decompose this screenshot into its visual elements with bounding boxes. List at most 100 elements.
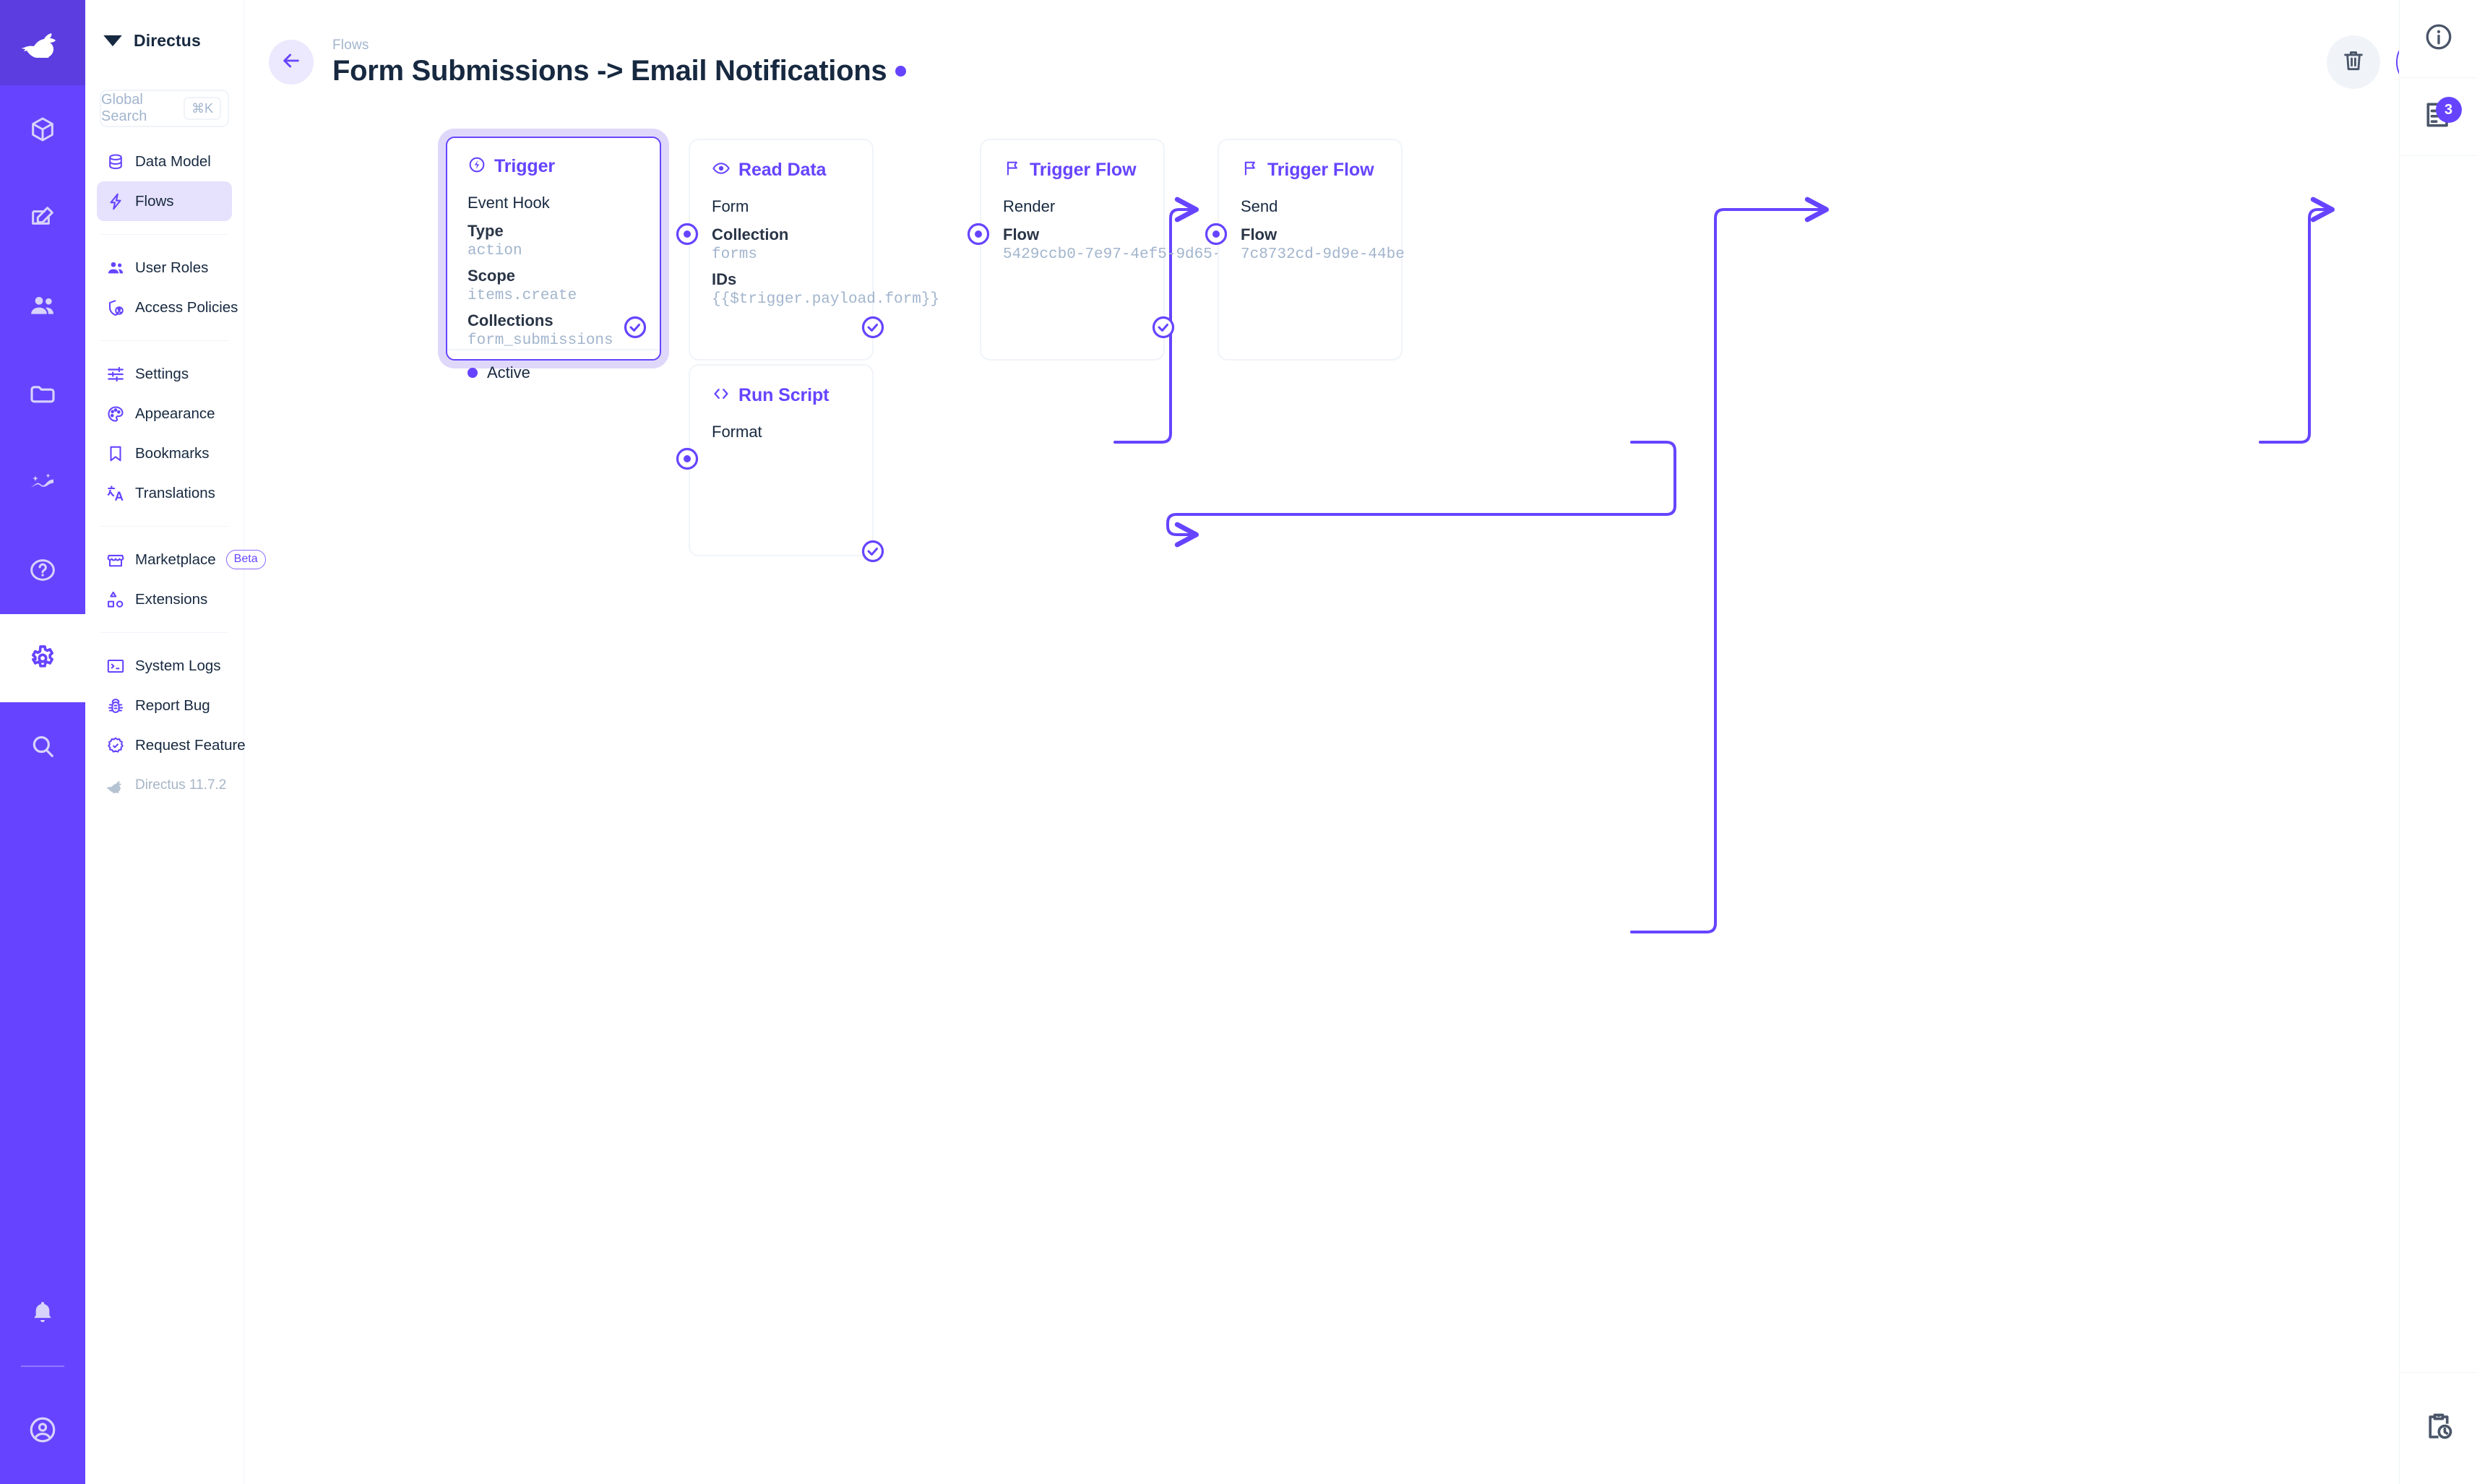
logs-count-badge: 3 [2435,97,2462,123]
sidebar-item-bookmarks[interactable]: Bookmarks [97,433,232,473]
trash-icon [2340,48,2366,77]
settings-sidebar: Directus Global Search ⌘K Data Model Flo… [85,0,266,1484]
node-title: Trigger Flow [1241,159,1379,181]
page-title-block: Flows Form Submissions -> Email Notifica… [332,37,907,87]
info-circle-icon [2423,21,2455,56]
breadcrumb[interactable]: Flows [332,37,369,53]
right-sidebar: 3 [2399,0,2477,1484]
nav-group-extend: Marketplace Beta Extensions [85,540,266,619]
arrow-left-icon [280,49,303,76]
flow-node-run-script[interactable]: Run Script Format [689,364,874,556]
module-settings[interactable] [0,614,85,702]
sidebar-item-label: Directus 11.7.2 [135,777,227,793]
page-title: Form Submissions -> Email Notifications [332,54,887,87]
palette-icon [106,405,125,423]
node-subtitle: Event Hook [468,194,550,212]
field-value: items.create [468,288,577,304]
bookmark-icon [106,444,125,463]
sidebar-item-access-policies[interactable]: Access Policies [97,288,238,327]
account-circle-icon[interactable] [0,1376,85,1484]
node-title: Trigger [468,155,639,178]
rail-divider [21,1366,64,1367]
sidebar-item-flows[interactable]: Flows [97,181,232,221]
flow-node-read-data[interactable]: Read Data Form Collection forms IDs {{$t… [689,139,939,361]
project-name: Directus [134,30,201,50]
field-label: Collection [712,225,789,243]
sidebar-item-marketplace[interactable]: Marketplace Beta [97,540,266,579]
project-logo-icon [101,27,124,54]
delete-flow-button[interactable] [2327,35,2380,89]
flow-logs-button[interactable]: 3 [2399,78,2477,156]
flow-info-button[interactable] [2399,0,2477,78]
flow-node-trigger-flow-render[interactable]: Trigger Flow Render Flow 5429ccb0-7e97-4… [980,139,1249,361]
code-icon [712,384,731,407]
sidebar-item-label: System Logs [135,657,221,674]
directus-rabbit-logo[interactable] [0,0,85,85]
module-user-directory[interactable] [0,262,85,350]
nav-group-data: Data Model Flows [85,142,244,221]
sidebar-item-label: Translations [135,484,215,501]
node-footer: Active [447,349,660,398]
node-title: Read Data [712,159,850,181]
user-roles-icon [106,259,125,277]
sidebar-item-label: Data Model [135,152,211,170]
sidebar-item-report-bug[interactable]: Report Bug [97,686,232,725]
sidebar-item-translations[interactable]: Translations [97,473,232,513]
field-value: 5429ccb0-7e97-4ef5-9d65-2b… [1003,246,1249,263]
node-subtitle: Render [1003,197,1056,215]
module-editor[interactable] [0,173,85,262]
shield-person-icon [106,298,125,317]
field-label: Collections [468,311,553,329]
activity-log-button[interactable] [2400,1373,2477,1484]
flow-node-trigger-flow-send[interactable]: Trigger Flow Send Flow 7c8732cd-9d9e-44b… [1218,139,1405,361]
notifications-icon[interactable] [0,1269,85,1357]
field-label: Flow [1241,225,1278,243]
node-type-label: Trigger Flow [1267,160,1374,180]
flag-icon [1241,159,1259,181]
flow-canvas[interactable]: Trigger Event Hook Type action Scope ite… [244,124,2399,1484]
sidebar-item-label: Report Bug [135,696,210,714]
field-value: form_submissions [468,332,613,349]
storefront-icon [106,551,125,569]
search-input[interactable]: Global Search ⌘K [100,90,229,127]
database-icon [106,152,125,171]
back-button[interactable] [269,40,314,85]
module-rail [0,0,85,1484]
terminal-icon [106,657,125,676]
eye-icon [712,159,731,181]
module-content[interactable] [0,85,85,173]
sidebar-item-system-logs[interactable]: System Logs [97,646,232,686]
project-brand: Directus [85,0,244,81]
sidebar-item-appearance[interactable]: Appearance [97,394,232,433]
field-label: Type [468,222,504,240]
status-dot [895,65,907,77]
nav-divider [100,632,229,633]
field-value: forms [712,246,758,263]
sidebar-item-label: Extensions [135,590,208,608]
flow-node-trigger[interactable]: Trigger Event Hook Type action Scope ite… [446,137,661,381]
active-status-dot [468,368,478,378]
module-file-library[interactable] [0,350,85,438]
nav-divider [100,340,229,341]
sidebar-item-label: Bookmarks [135,444,210,462]
field-value: action [468,243,522,259]
sidebar-item-request-feature[interactable]: Request Feature [97,725,246,765]
module-help[interactable] [0,526,85,614]
node-type-label: Trigger [494,156,556,176]
right-sidebar-spacer [2400,156,2477,1373]
sidebar-item-label: Flows [135,192,174,210]
sidebar-item-label: Request Feature [135,736,246,754]
sidebar-item-data-model[interactable]: Data Model [97,142,232,181]
page-header: Flows Form Submissions -> Email Notifica… [244,0,2477,124]
sidebar-item-settings[interactable]: Settings [97,354,232,394]
module-insights[interactable] [0,438,85,526]
sidebar-item-version: Directus 11.7.2 [97,765,232,805]
translate-icon [106,484,125,503]
search-placeholder: Global Search [101,92,147,124]
sidebar-item-user-roles[interactable]: User Roles [97,248,232,288]
module-search[interactable] [0,702,85,790]
sidebar-item-label: User Roles [135,259,209,276]
nav-group-support: System Logs Report Bug Request Feature [85,646,246,805]
sidebar-item-extensions[interactable]: Extensions [97,579,232,619]
